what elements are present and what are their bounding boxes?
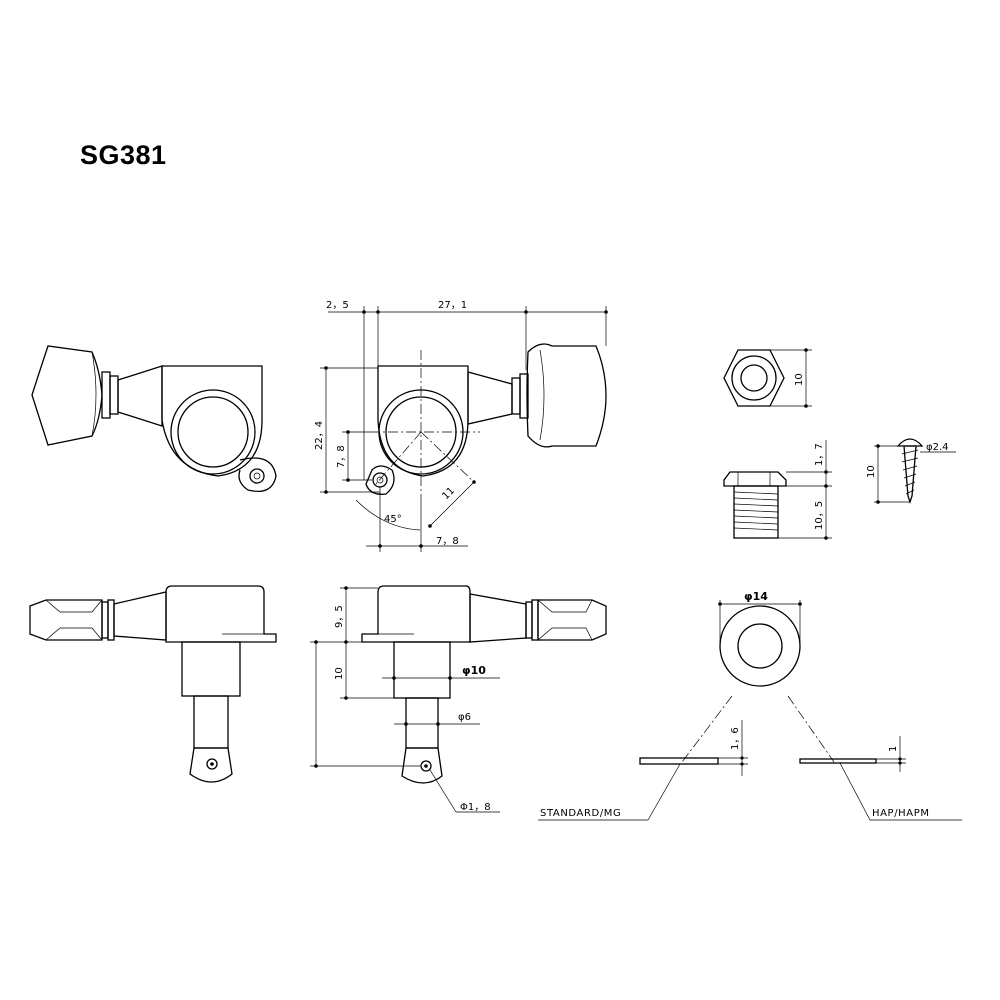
- dim-post-10: 10: [334, 667, 345, 680]
- tuner-front-view-left: [31, 345, 277, 493]
- tuner-side-view-dimensioned: 9，5 10 φ10 φ6 Φ1，8: [310, 585, 607, 813]
- dim-2-5: 2，5: [326, 300, 349, 311]
- model-title: SG381: [80, 140, 167, 170]
- dim-phi-10: φ10: [462, 664, 486, 677]
- hex-nut-top-view: 10: [723, 348, 812, 408]
- dim-27-1: 27，1: [438, 300, 467, 311]
- washer-section-hap: 1 HAP/HAPM: [787, 695, 962, 821]
- dim-45-degrees: 45°: [384, 514, 402, 525]
- label-standard-mg: STANDARD/MG: [540, 808, 621, 819]
- dim-22-4: 22，4: [314, 421, 325, 450]
- dim-1-7: 1，7: [814, 443, 825, 466]
- dim-1-6: 1，6: [730, 727, 741, 750]
- tuner-front-view-dimensioned: 2，5 27，1 22，4 7，8 11 45° 7，8: [314, 300, 608, 552]
- bushing-side-view: 1，7 10，5: [723, 440, 832, 540]
- mounting-screw: 10 φ2.4: [866, 438, 956, 505]
- dim-phi-14: φ14: [744, 590, 768, 603]
- dim-phi-6: φ6: [458, 712, 471, 723]
- washer-top-view: φ14: [718, 590, 802, 687]
- dim-phi-2-4: φ2.4: [926, 442, 949, 453]
- label-hap-hapm: HAP/HAPM: [872, 808, 930, 819]
- bushing-thread: [733, 491, 779, 531]
- dim-screw-10: 10: [866, 465, 877, 478]
- dim-7-8-vertical: 7，8: [336, 445, 347, 468]
- dim-9-5: 9，5: [334, 605, 345, 628]
- dim-1: 1: [888, 746, 899, 752]
- dim-11: 11: [440, 485, 457, 502]
- dim-7-8-horizontal: 7，8: [436, 536, 459, 547]
- dim-nut-10: 10: [794, 373, 805, 386]
- dim-phi-1-8: Φ1，8: [460, 802, 491, 813]
- screw-thread: [901, 449, 919, 495]
- dim-10-5: 10，5: [814, 501, 825, 530]
- washer-section-standard: 1，6 STANDARD/MG: [538, 695, 748, 821]
- tuner-side-view-left: [29, 585, 277, 783]
